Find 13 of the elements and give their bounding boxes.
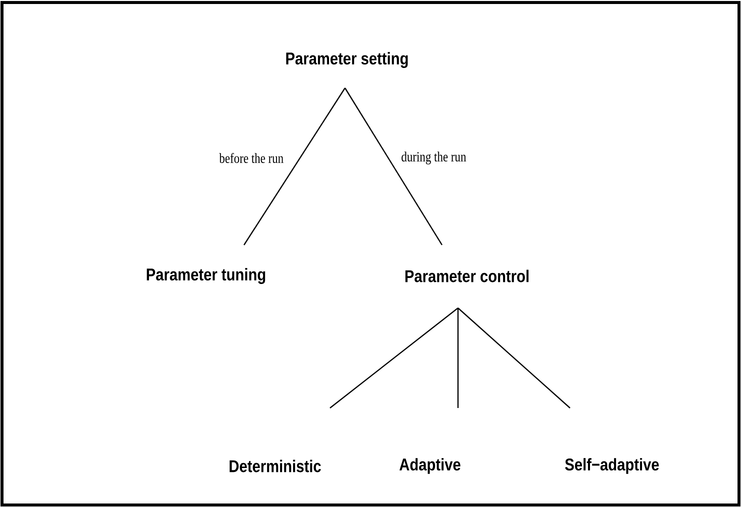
edge-label: before the run <box>218 152 285 164</box>
connector-line <box>344 88 443 246</box>
connector-line <box>457 308 459 408</box>
node-label: Parameter setting <box>286 52 408 68</box>
connector-line <box>330 308 458 408</box>
node-label: Parameter control <box>405 270 528 282</box>
node-label: Deterministic <box>230 460 321 472</box>
node-label: Adaptive <box>400 458 460 474</box>
node-label: Self−adaptive <box>565 458 659 474</box>
connector-line <box>458 308 570 408</box>
connector-line <box>244 88 346 246</box>
edge-label: during the run <box>400 150 468 166</box>
node-label: Parameter tuning <box>146 268 266 284</box>
